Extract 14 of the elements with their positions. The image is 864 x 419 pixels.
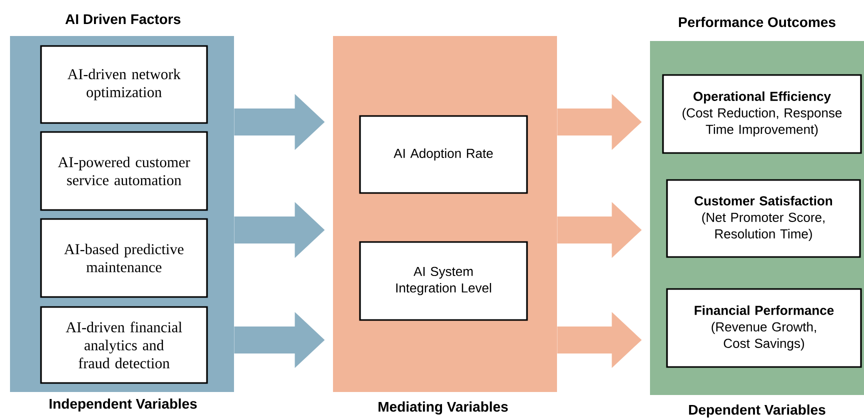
text-box: AI Adoption Rate bbox=[359, 115, 528, 194]
panel-heading: Performance Outcomes bbox=[678, 16, 836, 28]
text-box: AI-driven financial analytics and fraud detection bbox=[40, 306, 208, 384]
panel-footer: Dependent Variables bbox=[689, 404, 826, 418]
panel-footer: Mediating Variables bbox=[378, 401, 508, 415]
panel-footer: Independent Variables bbox=[50, 398, 197, 412]
panel-heading: AI Driven Factors bbox=[65, 14, 180, 24]
text-box: AI-based predictive maintenance bbox=[40, 218, 208, 298]
text-box: Operational Efficiency (Cost Reduction, Response Time Improvement) bbox=[662, 74, 862, 154]
text-box: AI-powered customer service automation bbox=[40, 131, 208, 211]
text-box: Customer Satisfaction (Net Promoter Score, Resolution Time) bbox=[666, 179, 861, 258]
text-box: AI System Integration Level bbox=[359, 241, 528, 321]
text-box: Financial Performance (Revenue Growth, Cost Savings) bbox=[666, 288, 862, 368]
text-box: AI-driven network optimization bbox=[40, 45, 208, 124]
